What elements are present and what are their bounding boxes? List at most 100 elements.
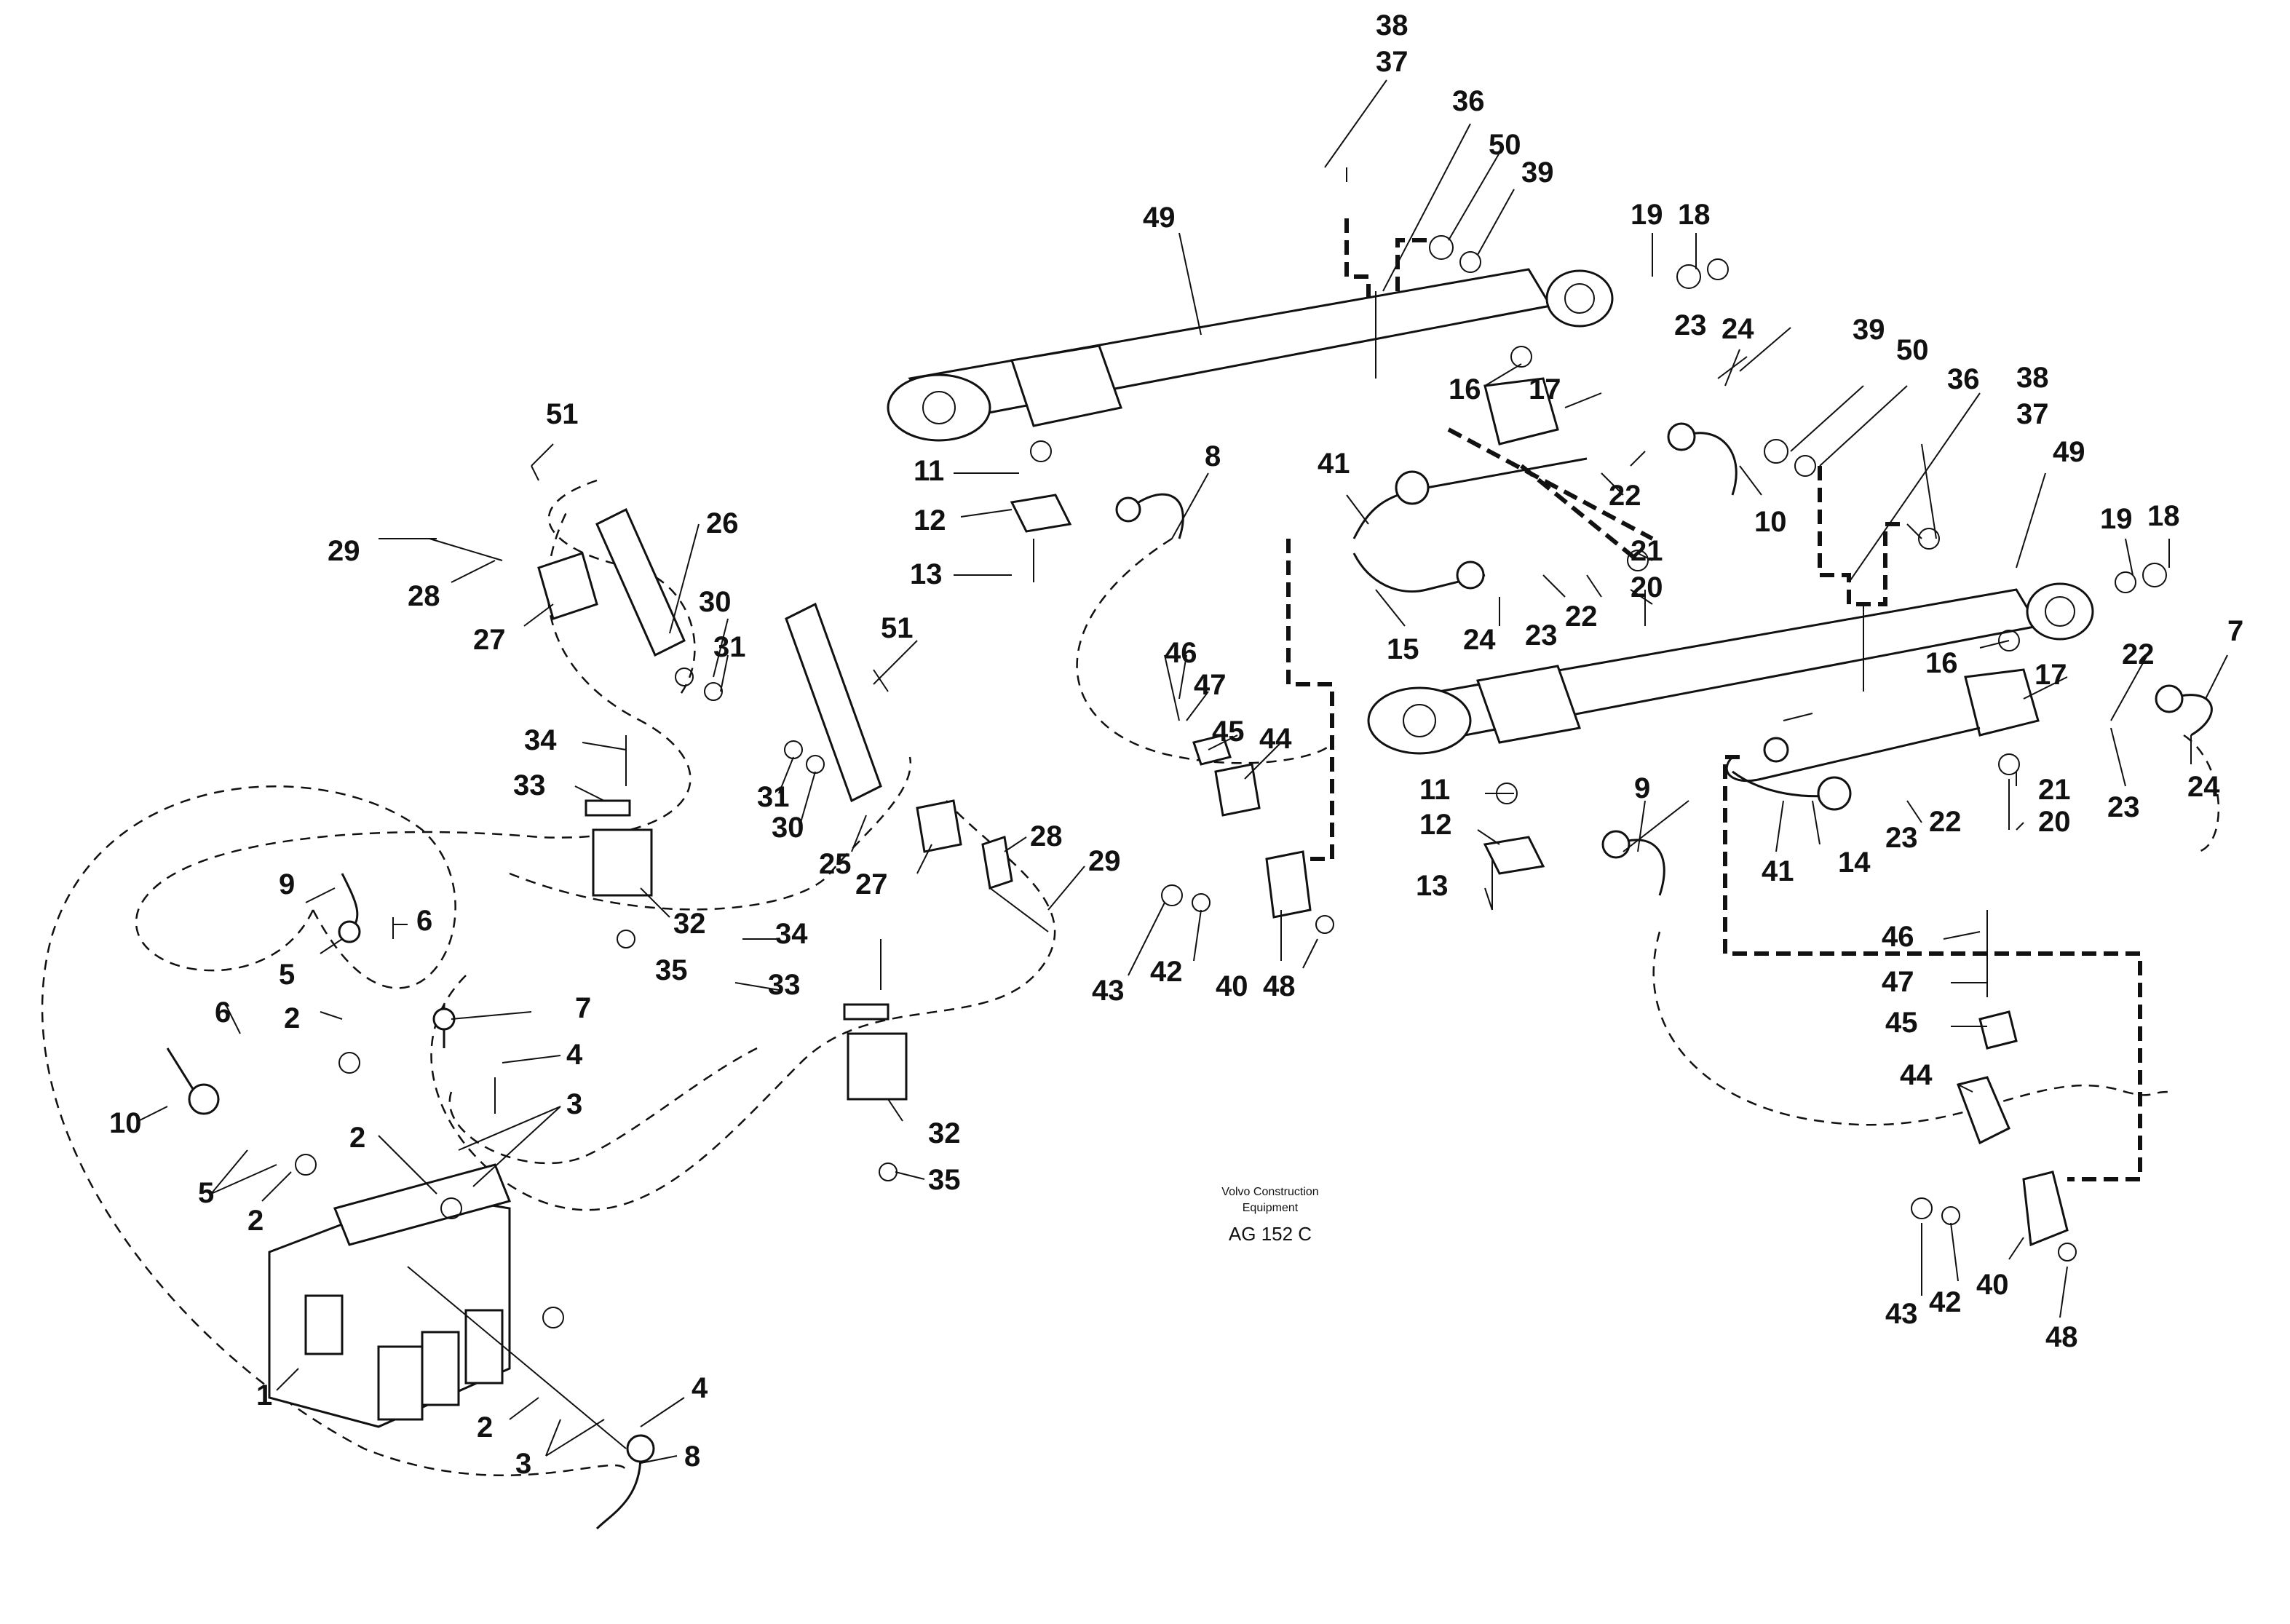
callout-48: 48 xyxy=(1263,970,1296,1002)
callout-14: 14 xyxy=(1838,847,1871,879)
callout-8: 8 xyxy=(684,1441,700,1473)
callout-34: 34 xyxy=(775,918,808,950)
callout-51: 51 xyxy=(546,398,579,430)
callout-7: 7 xyxy=(575,992,591,1024)
callout-2: 2 xyxy=(477,1411,493,1443)
callout-16: 16 xyxy=(1449,373,1481,405)
callout-38: 38 xyxy=(2016,362,2049,394)
callout-51: 51 xyxy=(881,612,914,644)
callout-27: 27 xyxy=(473,624,506,656)
callout-49: 49 xyxy=(2053,436,2085,468)
callout-37: 37 xyxy=(2016,398,2049,430)
callout-47: 47 xyxy=(1882,966,1914,998)
callout-30: 30 xyxy=(699,586,732,618)
callout-13: 13 xyxy=(1416,870,1449,902)
callout-24: 24 xyxy=(1722,313,1754,345)
callout-42: 42 xyxy=(1929,1286,1962,1318)
callout-49: 49 xyxy=(1143,202,1176,234)
callout-42: 42 xyxy=(1150,956,1183,988)
leader-lines xyxy=(138,79,2228,1464)
callout-5: 5 xyxy=(279,959,295,991)
callout-22: 22 xyxy=(2122,638,2155,670)
callout-27: 27 xyxy=(855,868,888,900)
callout-10: 10 xyxy=(109,1107,142,1139)
hose-routes xyxy=(41,479,2220,1476)
callout-4: 4 xyxy=(566,1039,583,1071)
callout-8: 8 xyxy=(1205,440,1221,472)
callout-24: 24 xyxy=(2187,771,2220,803)
callout-23: 23 xyxy=(2107,791,2140,823)
callout-28: 28 xyxy=(1030,820,1063,852)
callout-9: 9 xyxy=(1634,772,1650,804)
callout-22: 22 xyxy=(1565,601,1598,633)
callout-43: 43 xyxy=(1092,975,1125,1007)
callout-3: 3 xyxy=(566,1088,582,1120)
callout-47: 47 xyxy=(1194,669,1227,701)
callout-31: 31 xyxy=(713,631,746,663)
callout-29: 29 xyxy=(1088,845,1121,877)
callout-33: 33 xyxy=(768,969,801,1001)
callout-12: 12 xyxy=(914,504,946,536)
callout-2: 2 xyxy=(349,1122,365,1154)
callout-13: 13 xyxy=(910,558,943,590)
callout-2: 2 xyxy=(284,1002,300,1034)
callout-6: 6 xyxy=(215,997,231,1029)
callout-3: 3 xyxy=(515,1448,531,1480)
caption-company: Volvo Construction xyxy=(1221,1186,1318,1198)
cylinder-lower xyxy=(1367,582,2094,755)
caption-code: AG 152 C xyxy=(1229,1223,1312,1245)
callout-21: 21 xyxy=(1631,535,1663,567)
callout-22: 22 xyxy=(1609,480,1641,512)
callout-36: 36 xyxy=(1947,363,1980,395)
callout-labels: 38 37 36 50 39 49 19 18 23 24 39 50 36 3… xyxy=(109,9,2243,1480)
callout-50: 50 xyxy=(1896,334,1929,366)
heavy-dashed-lines xyxy=(1286,218,2142,1181)
callout-17: 17 xyxy=(1529,373,1561,405)
callout-2: 2 xyxy=(247,1205,264,1237)
callout-26: 26 xyxy=(706,507,739,539)
callout-1: 1 xyxy=(256,1379,272,1411)
callout-29: 29 xyxy=(328,535,360,567)
callout-45: 45 xyxy=(1212,716,1245,748)
callout-11: 11 xyxy=(1419,774,1450,806)
callout-40: 40 xyxy=(1976,1269,2009,1301)
callout-12: 12 xyxy=(1419,809,1452,841)
callout-45: 45 xyxy=(1885,1007,1918,1039)
callout-44: 44 xyxy=(1900,1059,1933,1091)
callout-32: 32 xyxy=(928,1117,961,1149)
callout-4: 4 xyxy=(692,1372,708,1404)
callout-32: 32 xyxy=(673,908,706,940)
callout-18: 18 xyxy=(2147,500,2180,532)
callout-16: 16 xyxy=(1925,647,1958,679)
callout-44: 44 xyxy=(1259,723,1292,755)
callout-36: 36 xyxy=(1452,85,1485,117)
callout-5: 5 xyxy=(198,1177,214,1209)
hardware xyxy=(295,167,2167,1328)
callout-20: 20 xyxy=(1631,571,1663,603)
callout-21: 21 xyxy=(2038,774,2071,806)
callout-9: 9 xyxy=(279,868,295,900)
callout-38: 38 xyxy=(1376,9,1409,41)
callout-40: 40 xyxy=(1216,970,1248,1002)
callout-10: 10 xyxy=(1754,506,1787,538)
callout-46: 46 xyxy=(1882,921,1914,953)
callout-23: 23 xyxy=(1885,822,1918,854)
callout-37: 37 xyxy=(1376,46,1409,78)
callout-48: 48 xyxy=(2045,1321,2078,1353)
callout-46: 46 xyxy=(1165,637,1197,669)
callout-33: 33 xyxy=(513,769,546,801)
callout-50: 50 xyxy=(1489,129,1521,161)
control-valve xyxy=(268,1163,627,1449)
callout-7: 7 xyxy=(2227,615,2243,647)
callout-20: 20 xyxy=(2038,806,2071,838)
callout-30: 30 xyxy=(772,812,804,844)
callout-41: 41 xyxy=(1762,855,1794,887)
callout-24: 24 xyxy=(1463,624,1496,656)
callout-18: 18 xyxy=(1678,199,1711,231)
callout-6: 6 xyxy=(416,905,432,937)
callout-25: 25 xyxy=(819,848,852,880)
pipes xyxy=(166,422,2213,1530)
callout-39: 39 xyxy=(1853,314,1885,346)
callout-19: 19 xyxy=(2100,503,2133,535)
